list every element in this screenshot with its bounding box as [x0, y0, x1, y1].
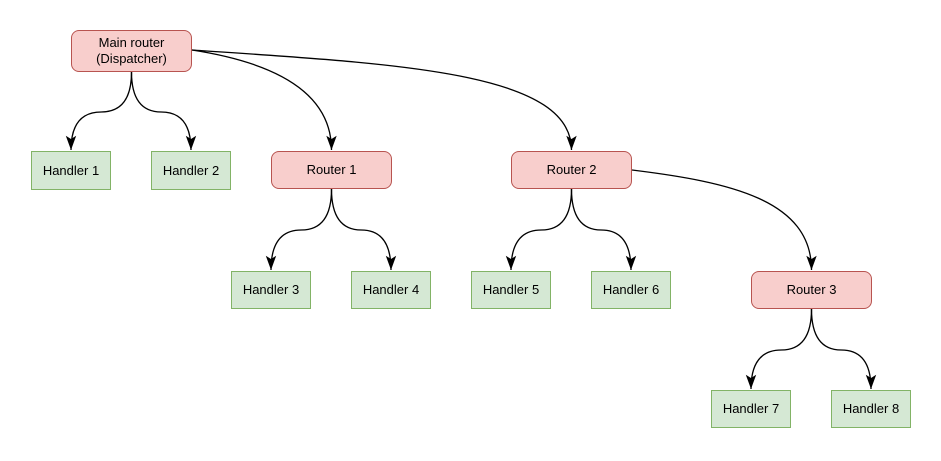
edge-router3-to-handler7 [745, 308, 813, 390]
node-handler-7: Handler 7 [711, 390, 791, 428]
edge-router3-to-handler8 [810, 308, 877, 390]
node-router-3: Router 3 [751, 271, 872, 309]
node-router-1: Router 1 [271, 151, 392, 189]
node-handler-6-label: Handler 6 [602, 282, 660, 297]
node-main-router: Main router (Dispatcher) [71, 30, 192, 72]
node-handler-8: Handler 8 [831, 390, 911, 428]
node-handler-6: Handler 6 [591, 271, 671, 309]
edge-main-to-router1 [191, 49, 337, 151]
node-handler-3: Handler 3 [231, 271, 311, 309]
node-router-2: Router 2 [511, 151, 632, 189]
edge-router1-to-handler3 [265, 188, 333, 271]
node-handler-1: Handler 1 [31, 151, 111, 190]
edge-main-to-handler2 [130, 71, 197, 151]
edge-router2-to-handler6 [570, 188, 637, 271]
node-handler-1-label: Handler 1 [42, 162, 100, 178]
node-router-3-label: Router 3 [786, 282, 837, 297]
node-router-1-label: Router 1 [306, 162, 357, 177]
node-handler-8-label: Handler 8 [842, 401, 900, 416]
edge-main-to-handler1 [65, 71, 133, 151]
node-handler-2-label: Handler 2 [162, 162, 220, 178]
node-handler-5-label: Handler 5 [482, 282, 540, 297]
node-handler-2: Handler 2 [151, 151, 231, 190]
node-handler-7-label: Handler 7 [722, 401, 780, 416]
node-handler-4: Handler 4 [351, 271, 431, 309]
edge-router2-to-handler5 [505, 188, 573, 271]
edge-main-to-router2 [191, 49, 577, 151]
edge-router1-to-handler4 [330, 188, 397, 271]
node-router-2-label: Router 2 [546, 162, 597, 177]
node-handler-4-label: Handler 4 [362, 282, 420, 297]
node-handler-3-label: Handler 3 [242, 282, 300, 297]
edge-router2-to-router3 [631, 169, 817, 271]
node-main-router-label: Main router (Dispatcher) [96, 35, 167, 66]
node-handler-5: Handler 5 [471, 271, 551, 309]
